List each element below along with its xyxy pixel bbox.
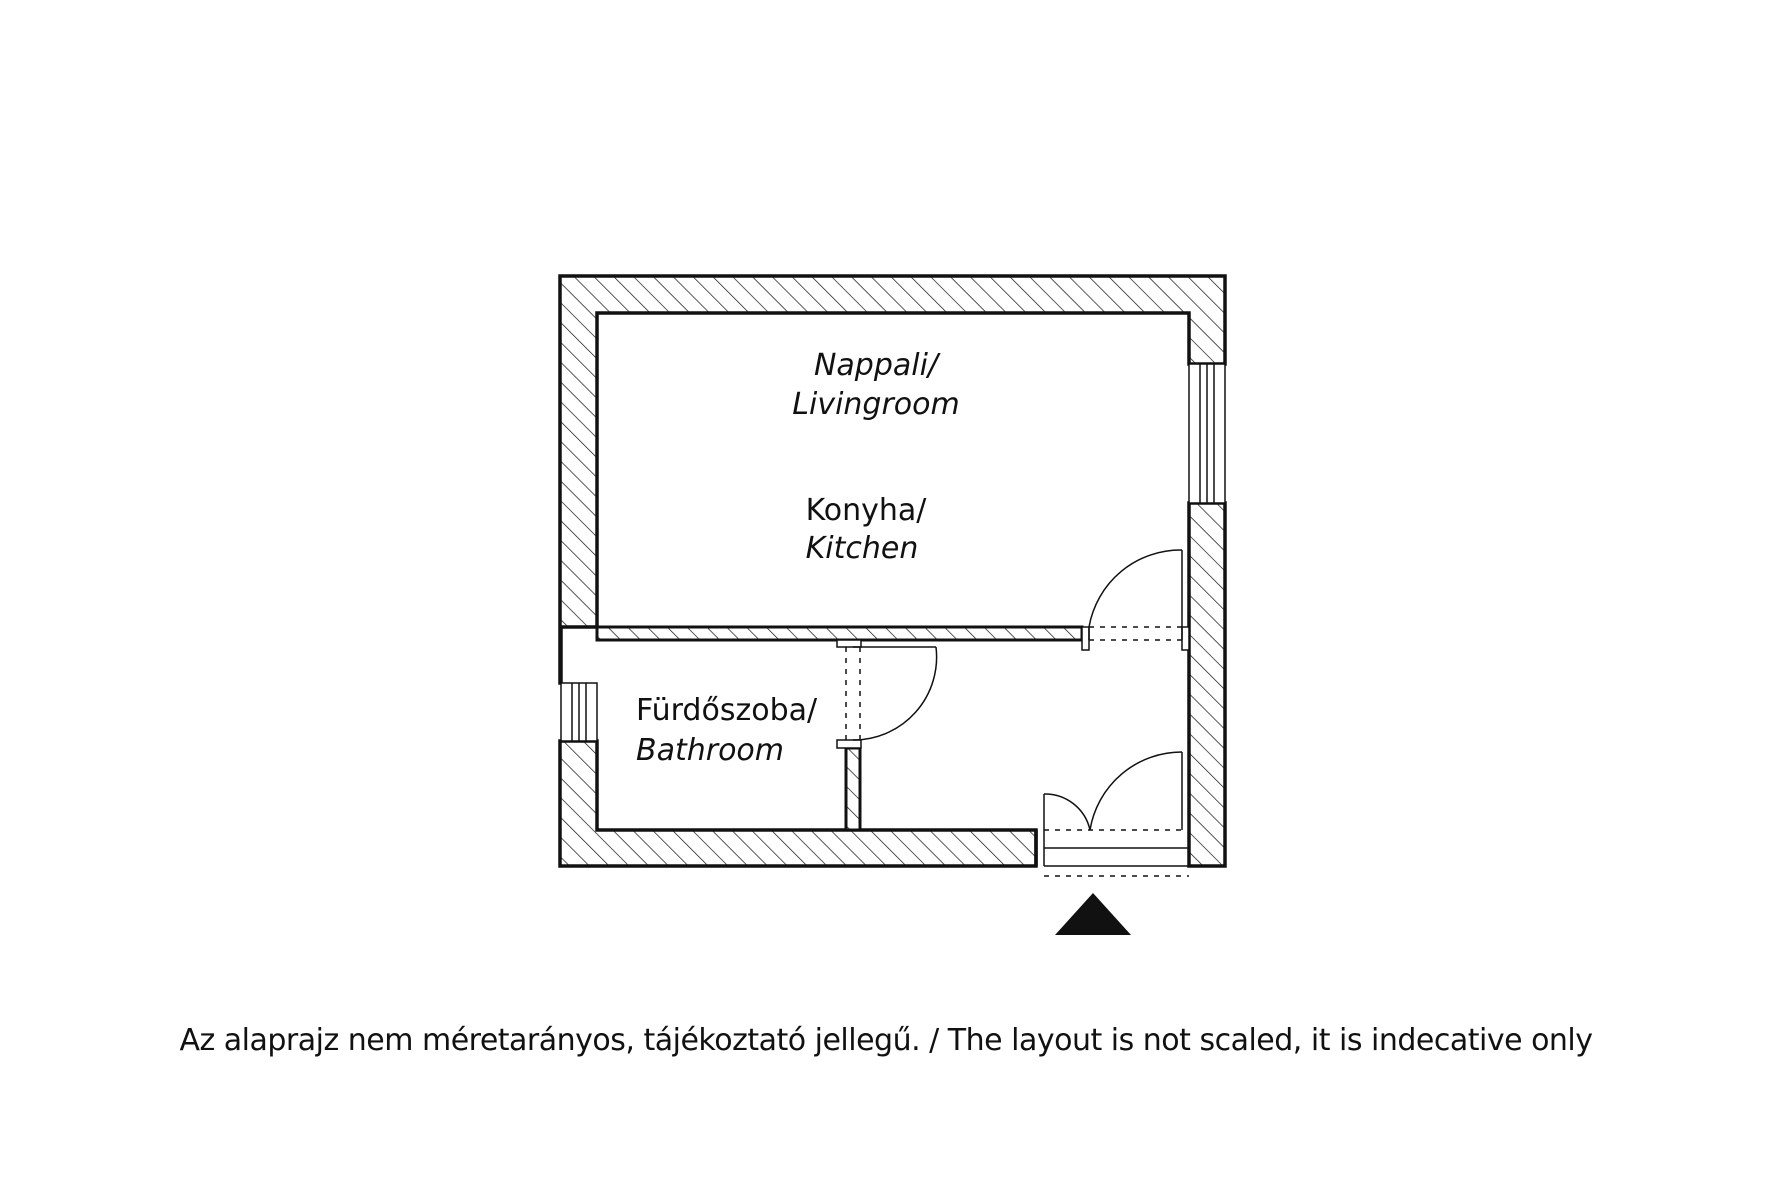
door-bathroom [836,639,938,749]
living-room-label-hu: Nappali/ [814,348,941,383]
living-room-label-en: Livingroom [792,387,959,422]
entrance-arrow-icon [1055,893,1131,935]
bathroom-label-hu: Fürdőszoba/ [636,693,818,728]
interior-wall-horizontal [595,625,1084,642]
door-entrance [1034,751,1189,877]
interior-wall-vertical [844,746,862,832]
window-bathroom [560,682,598,742]
window-living-room [1188,363,1226,504]
kitchen-label-en: Kitchen [806,531,919,566]
bathroom-label-en: Bathroom [636,733,784,768]
door-kitchen [1081,549,1190,651]
disclaimer-note: Az alaprajz nem méretarányos, tájékoztat… [179,1023,1593,1058]
kitchen-label-hu: Konyha/ [806,493,928,528]
